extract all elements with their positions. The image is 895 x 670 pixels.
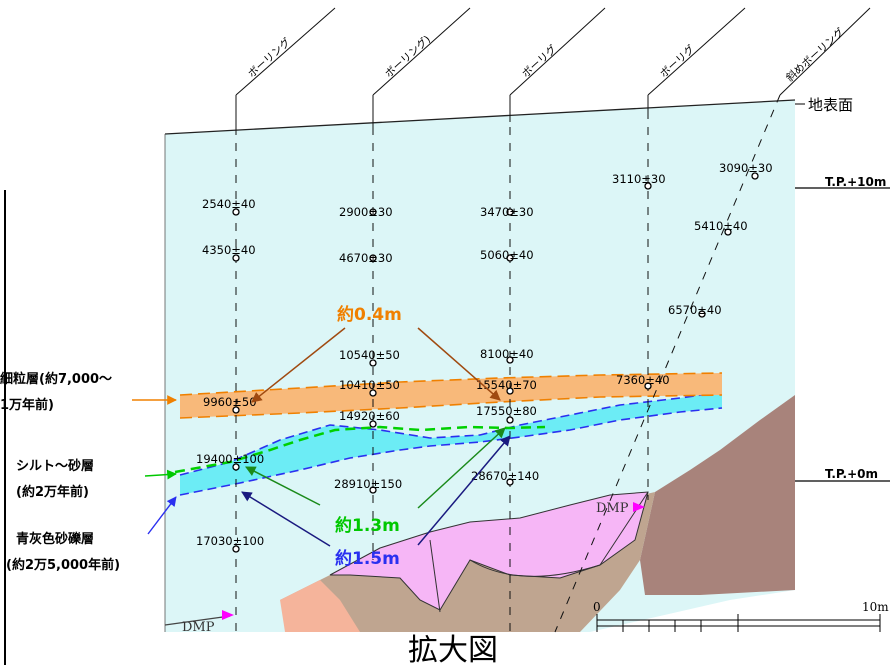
silt-layer-label-1: シルト～砂層: [16, 458, 94, 474]
blue-top-dash: [179, 391, 723, 476]
arrow-silt-left: [245, 466, 321, 506]
dating-14920: 14920±60: [339, 409, 400, 423]
dating-3110: 3110±30: [612, 172, 666, 186]
dating-28910: 28910±150: [334, 477, 402, 491]
thickness-gravel: 約1.5m: [335, 548, 400, 569]
tp0-label: T.P.+0m: [825, 467, 878, 481]
dating-3090: 3090±30: [719, 161, 773, 175]
arrow-silt-right: [417, 427, 506, 509]
gravel-layer-label-1: 青灰色砂礫層: [16, 531, 94, 547]
arrow-gravel-left: [241, 491, 331, 547]
blue-layer: [180, 392, 722, 495]
thickness-fine: 約0.4m: [337, 304, 402, 325]
dmp-label-right: DMP: [596, 501, 629, 516]
silt-top-green-dash: [174, 425, 546, 474]
borehole-oblique: [554, 94, 781, 633]
ground-surface-line: [164, 99, 796, 135]
dating-28670: 28670±140: [471, 469, 539, 483]
silt-layer-label-2: (約2万年前): [16, 484, 89, 500]
dating-19400: 19400±100: [196, 452, 264, 466]
dating-7360: 7360±40: [616, 373, 670, 387]
dating-15540: 15540±70: [476, 378, 537, 392]
boring-label-2: ボーリング): [382, 33, 433, 81]
dating-2540: 2540±40: [202, 197, 256, 211]
dating-10410: 10410±50: [339, 378, 400, 392]
gravel-layer-pointer: [147, 496, 177, 535]
arrow-fine-right: [417, 327, 501, 401]
dating-4350: 4350±40: [202, 243, 256, 257]
dating-6570: 6570±40: [668, 303, 722, 317]
bedrock-layer: [640, 395, 795, 595]
dmp-marker-right: [633, 502, 645, 512]
fine-layer-label-2: 1万年前): [0, 397, 54, 413]
pink-base-line: [469, 491, 649, 577]
dating-2900: 2900±30: [339, 205, 393, 219]
dating-5410: 5410±40: [694, 219, 748, 233]
borehole-headers: [235, 7, 871, 128]
arrow-fine-left: [251, 327, 346, 403]
ground-surface-label: 地表面: [808, 96, 853, 114]
scale-end: 10m: [862, 600, 889, 614]
fine-top-dash: [179, 372, 723, 396]
boring-label-oblique: 斜めボーリング: [783, 25, 847, 84]
boring-label-3: ボーリグ: [519, 42, 559, 80]
dating-5060: 5060±40: [480, 248, 534, 262]
dating-17550: 17550±80: [476, 404, 537, 418]
tp10-label: T.P.+10m: [825, 175, 886, 189]
boring-label-1: ボーリング: [245, 35, 293, 80]
dmp-marker-left: [222, 610, 234, 620]
dmp-label-left: DMP: [182, 620, 215, 635]
dating-4670: 4670±30: [339, 251, 393, 265]
dating-3470: 3470±30: [480, 205, 534, 219]
dmp-line-left: [164, 615, 231, 626]
fault-line: [429, 539, 441, 613]
dating-8100: 8100±40: [480, 347, 534, 361]
diagram-title: 拡大図: [408, 633, 498, 668]
dating-10540: 10540±50: [339, 348, 400, 362]
dating-17030: 17030±100: [196, 534, 264, 548]
silt-layer-pointer: [144, 469, 177, 480]
thickness-silt: 約1.3m: [335, 515, 400, 536]
boring-label-4: ボーリグ: [657, 42, 697, 80]
dating-9960: 9960±50: [203, 395, 257, 409]
salmon-layer: [280, 580, 360, 632]
scale-bar: [596, 614, 881, 632]
fine-grained-layer: [180, 373, 722, 418]
fine-bottom-dash: [179, 394, 723, 419]
fine-layer-label-1: 細粒層(約7,000～: [0, 371, 112, 387]
blue-bottom-dash: [179, 407, 723, 496]
scale-start: 0: [593, 600, 601, 614]
pink-layer: [329, 491, 649, 611]
sample-points: [232, 172, 759, 553]
arrow-gravel-right: [417, 435, 511, 546]
gravel-layer-label-2: (約2万5,000年前): [6, 557, 120, 573]
